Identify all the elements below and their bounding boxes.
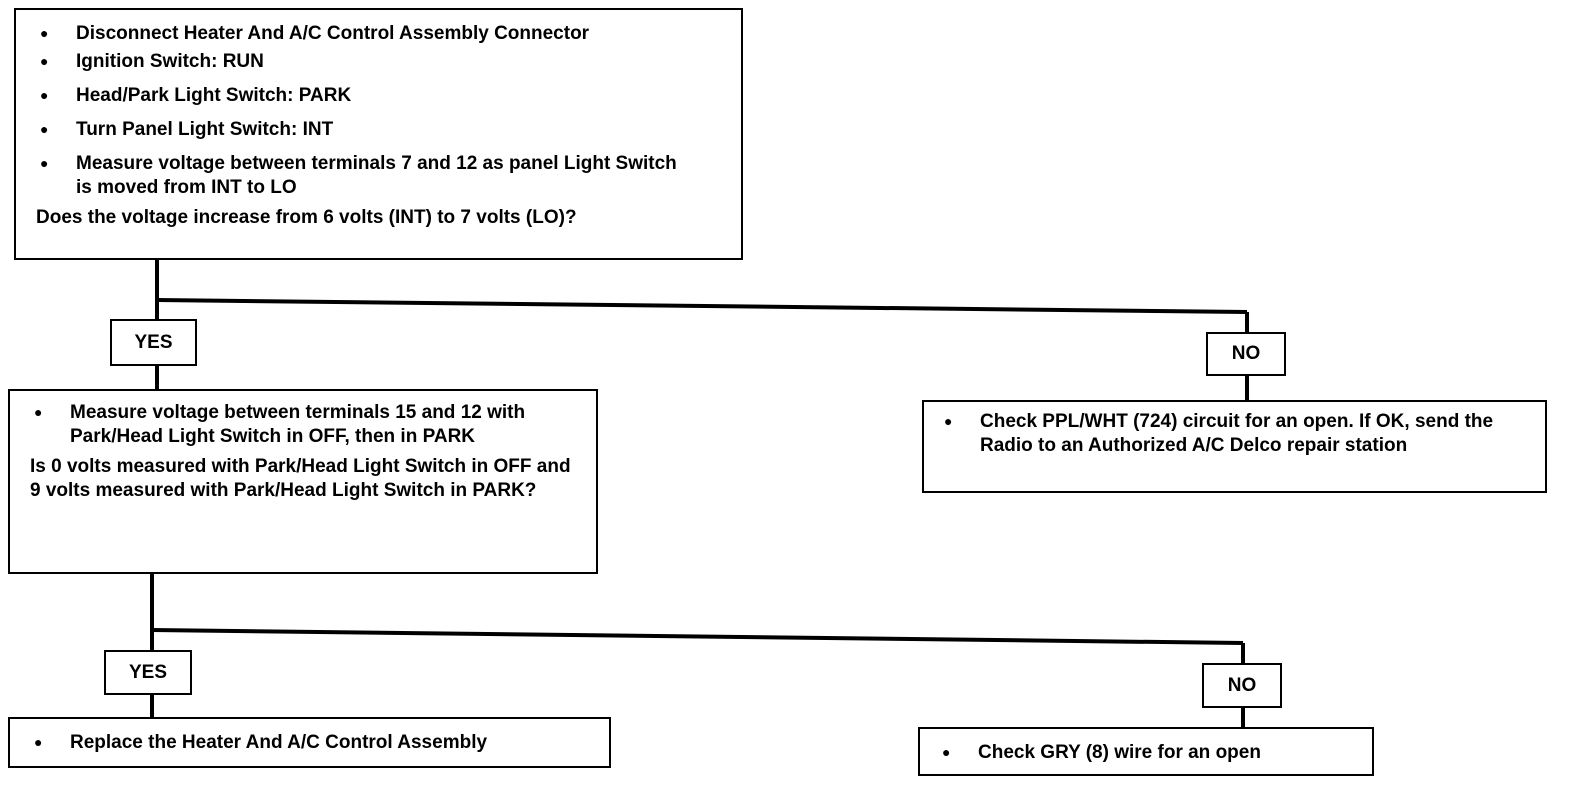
step-4-box: Replace the Heater And A/C Control Assem… bbox=[8, 717, 611, 768]
step-5-box: Check GRY (8) wire for an open bbox=[918, 727, 1374, 776]
step-1-item: Measure voltage between terminals 7 and … bbox=[38, 151, 696, 200]
yes-label-1: YES bbox=[110, 319, 197, 366]
step-4-item: Replace the Heater And A/C Control Assem… bbox=[32, 730, 597, 755]
step-3-item: Check PPL/WHT (724) circuit for an open.… bbox=[942, 409, 1533, 458]
step-1-item: Turn Panel Light Switch: INT bbox=[38, 117, 727, 142]
step-1-item: Ignition Switch: RUN bbox=[38, 49, 727, 74]
yes-label-2: YES bbox=[104, 650, 192, 695]
step-2-box: Measure voltage between terminals 15 and… bbox=[8, 389, 598, 574]
step-1-box: Disconnect Heater And A/C Control Assemb… bbox=[14, 8, 743, 260]
step-5-item: Check GRY (8) wire for an open bbox=[940, 740, 1360, 765]
step-1-question: Does the voltage increase from 6 volts (… bbox=[36, 207, 577, 228]
no-label-1: NO bbox=[1206, 332, 1286, 376]
no-label-2: NO bbox=[1202, 663, 1282, 708]
step-1-item: Head/Park Light Switch: PARK bbox=[38, 83, 727, 108]
step-1-item: Disconnect Heater And A/C Control Assemb… bbox=[38, 21, 727, 46]
step-2-item: Measure voltage between terminals 15 and… bbox=[32, 400, 582, 449]
step-3-box: Check PPL/WHT (724) circuit for an open.… bbox=[922, 400, 1547, 493]
step-2-question: Is 0 volts measured with Park/Head Light… bbox=[30, 456, 571, 501]
